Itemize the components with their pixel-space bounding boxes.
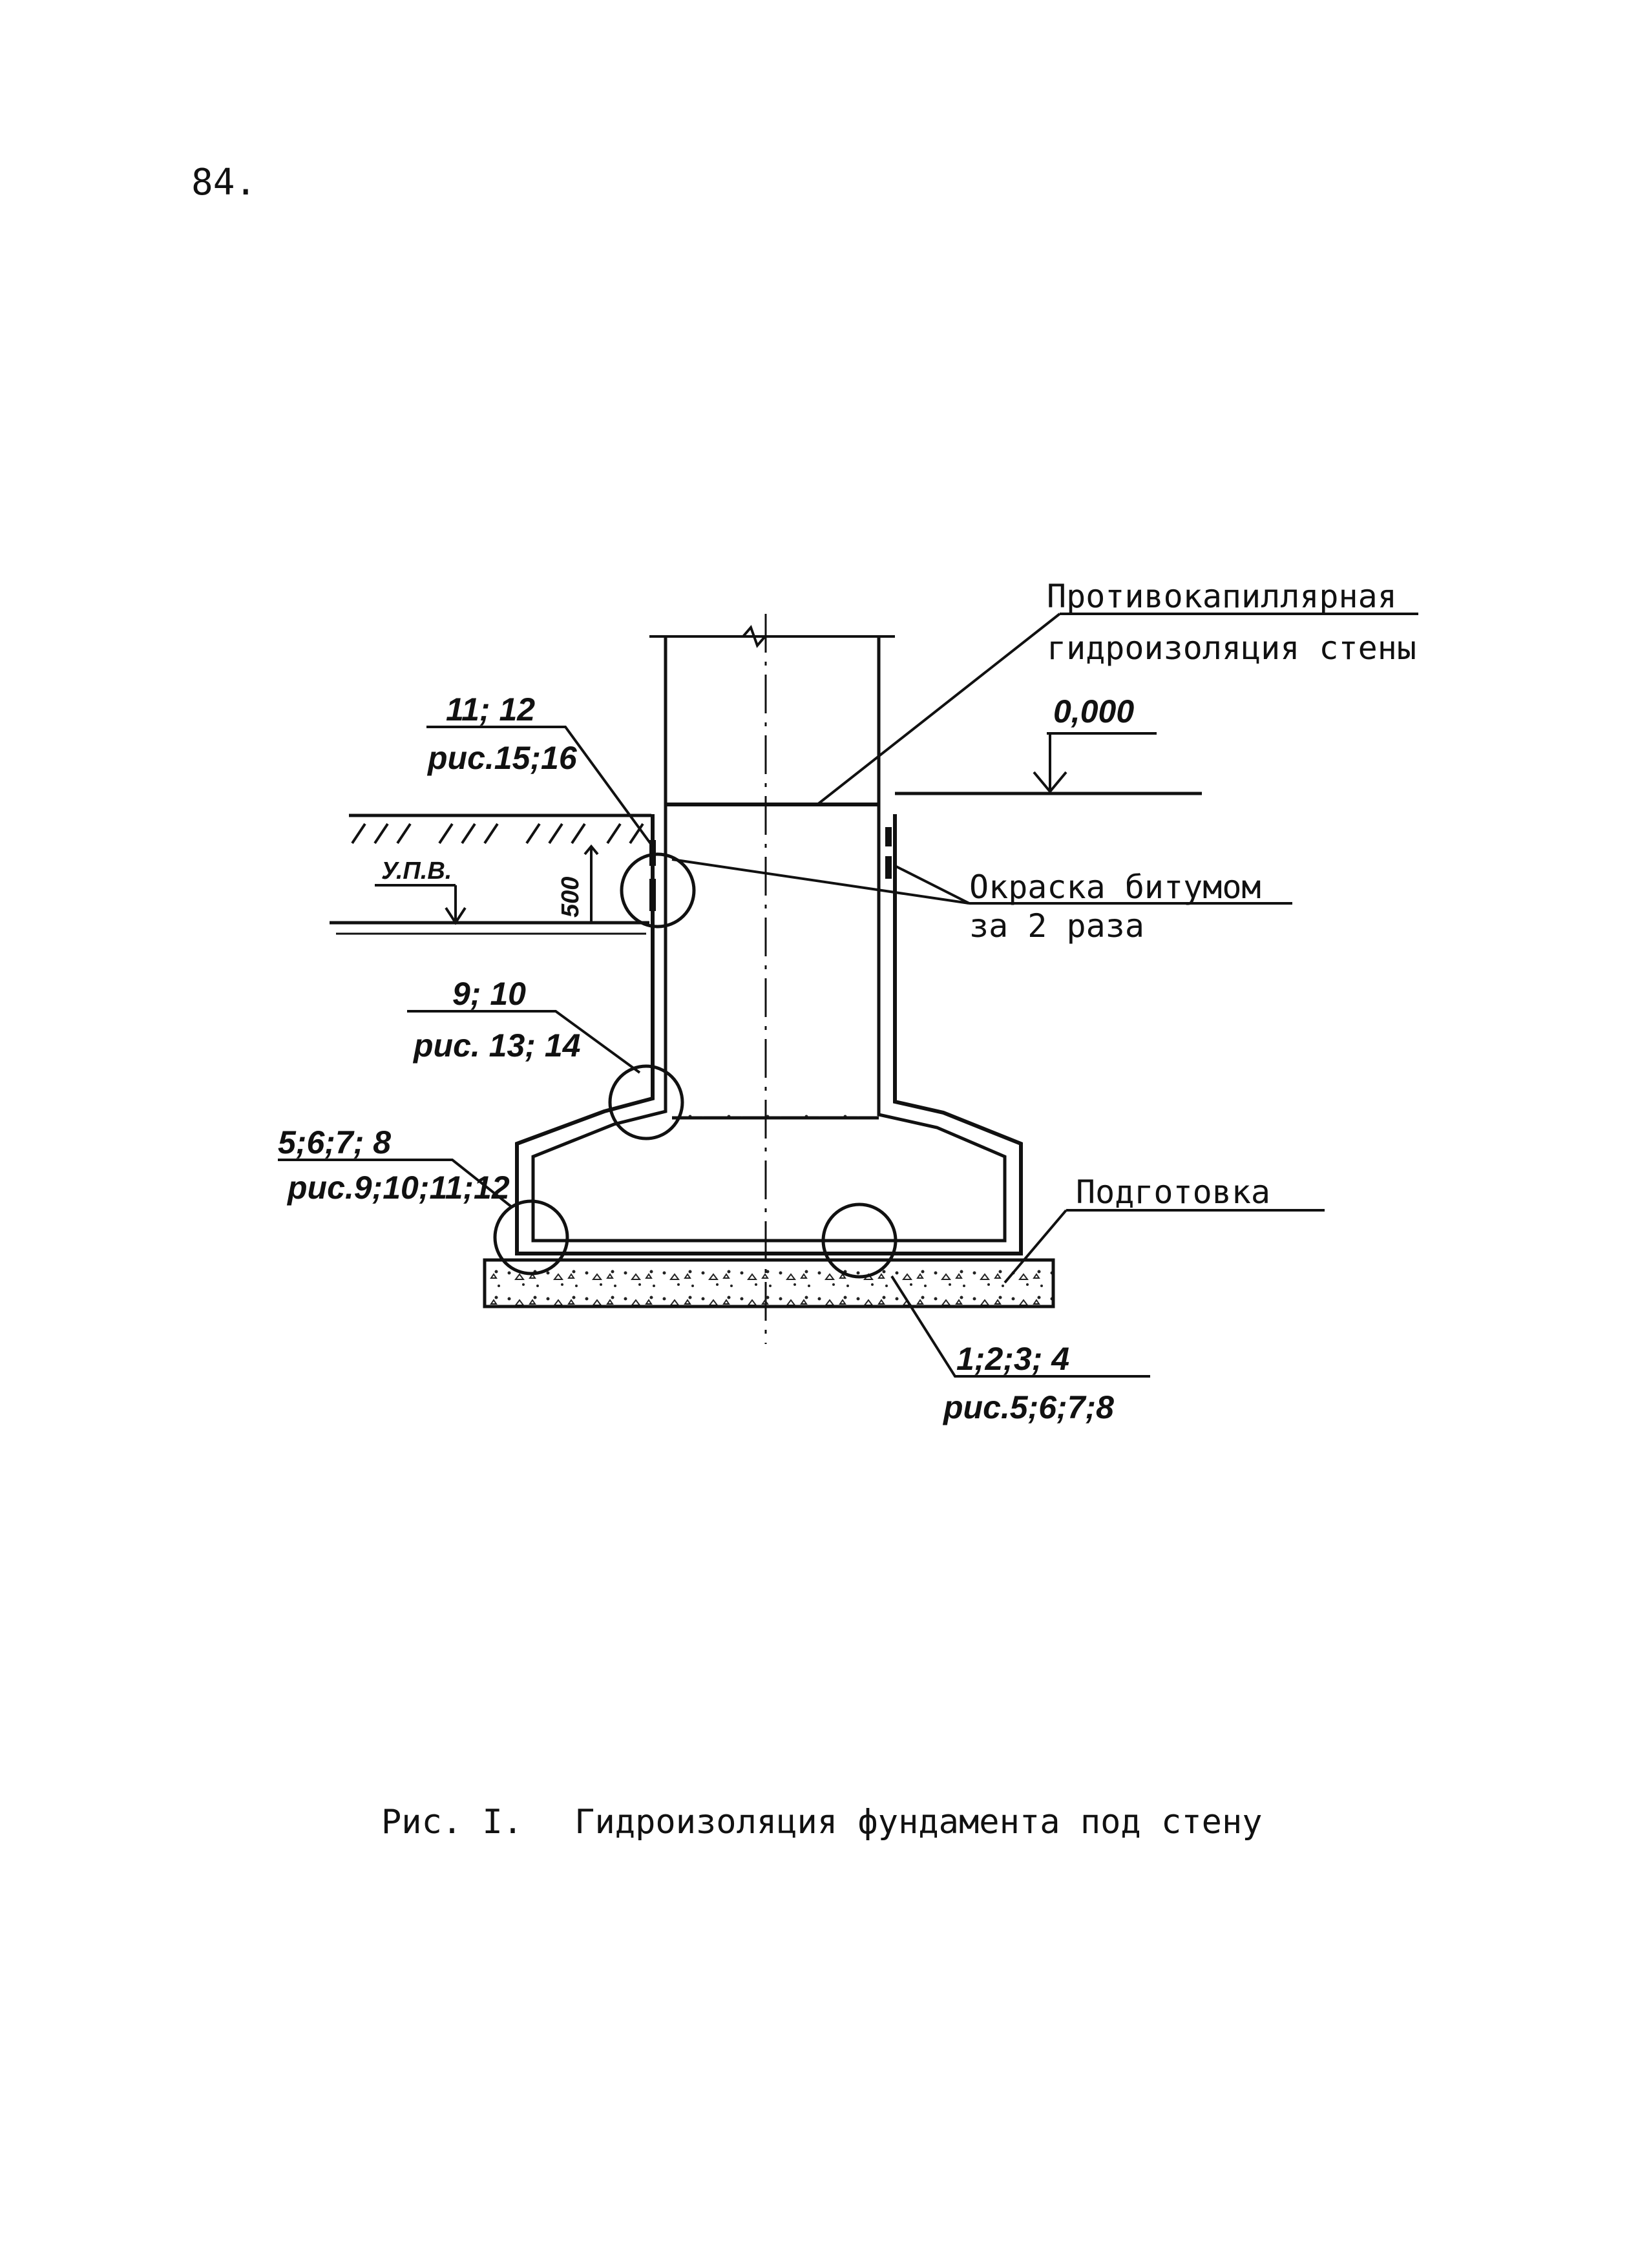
figure-caption: Рис. I. Гидроизоляция фундамента под стен… (381, 1803, 1314, 1842)
footing (515, 814, 1023, 1255)
callout-left-reference: рис.9;10;11;12 (286, 1170, 510, 1206)
bitumen-coating (649, 827, 892, 911)
bitumen-label-line2: за 2 раза (969, 907, 1144, 945)
detail-circle-5-8 (493, 1199, 569, 1276)
callout-top-reference: рис.15;16 (426, 740, 578, 776)
preparation-slab (483, 1258, 1055, 1308)
page-number: 84. (191, 162, 257, 204)
callout-mid-number: 9; 10 (452, 976, 526, 1012)
bitumen-label-line1: Окраска битумом (969, 868, 1261, 906)
detail-circle-9-10 (608, 1064, 684, 1140)
dimension-500 (583, 844, 599, 923)
callout-top-number: 11; 12 (446, 691, 535, 728)
preparation-label: Подготовка (1076, 1173, 1270, 1211)
groundwater-label: У.П.В. (381, 857, 452, 885)
level-label: 0,000 (1053, 693, 1134, 730)
figure-number: Рис. I. (381, 1803, 523, 1842)
callout-bottom-reference: рис.5;6;7;8 (942, 1389, 1114, 1425)
anticapillary-label-line1: Противокапиллярная (1047, 578, 1397, 615)
ground-left (349, 814, 651, 845)
groundwater-level (330, 884, 649, 935)
figure-title: Гидроизоляция фундамента под стену (574, 1803, 1263, 1842)
leader-lines (278, 613, 1418, 1378)
detail-circle-1-4 (821, 1202, 898, 1279)
dimension-label: 500 (557, 877, 584, 918)
detail-circles (493, 852, 898, 1279)
callout-bottom-number: 1;2;3; 4 (956, 1341, 1069, 1377)
detail-circle-11-12 (620, 852, 696, 929)
callout-left-number: 5;6;7; 8 (278, 1124, 391, 1160)
level-marker (1033, 732, 1157, 794)
anticapillary-label-line2: гидроизоляция стены (1047, 629, 1416, 667)
callout-mid-reference: рис. 13; 14 (412, 1027, 580, 1064)
